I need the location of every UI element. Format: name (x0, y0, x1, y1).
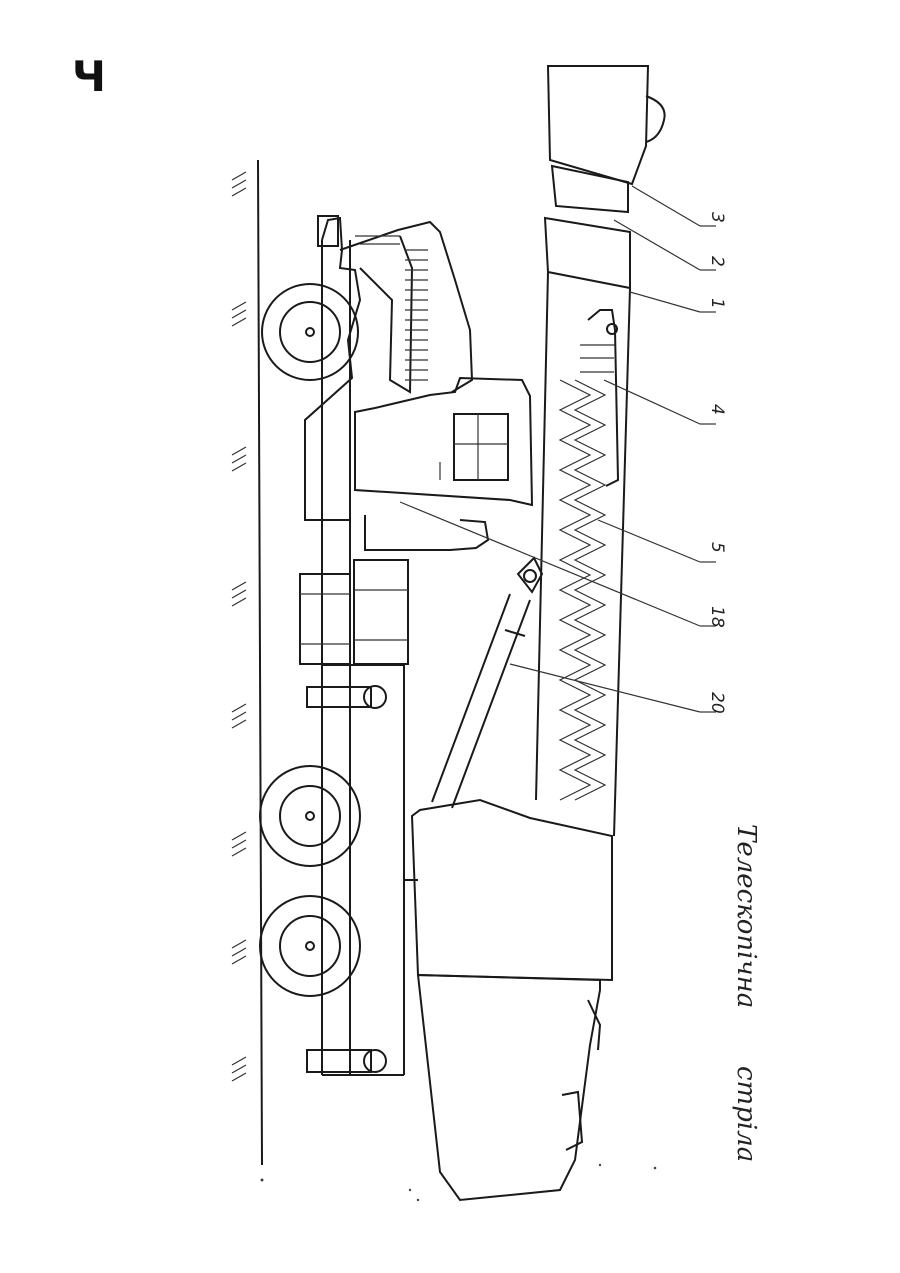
ground-line (232, 160, 262, 1165)
callout-3: 3 (632, 186, 727, 226)
boom-rest-housing (404, 800, 612, 980)
front-wheel (262, 284, 358, 380)
callout-5: 5 (598, 520, 727, 562)
slewing-platform (300, 560, 408, 664)
telescopic-boom (536, 66, 665, 836)
front-outrigger (307, 686, 386, 708)
chassis-frame (322, 240, 404, 1075)
callout-18: 18 (400, 502, 727, 628)
svg-text:5: 5 (707, 542, 727, 553)
caption-word-1: Телескопічна (731, 824, 761, 1008)
operator-cabin (355, 378, 532, 550)
hydraulic-cylinder (432, 558, 542, 808)
svg-text:2: 2 (707, 256, 727, 267)
callout-4: 4 (604, 380, 727, 424)
driver-cabin (305, 216, 472, 520)
rear-hood (418, 975, 600, 1200)
rear-wheel-2 (260, 896, 360, 996)
svg-text:1: 1 (707, 298, 727, 309)
caption-word-2: стріла (731, 1066, 761, 1162)
scan-specks (261, 1164, 657, 1201)
svg-text:20: 20 (707, 692, 727, 714)
svg-text:4: 4 (707, 404, 727, 415)
rear-wheel-1 (260, 766, 360, 866)
rear-outrigger (307, 1050, 386, 1072)
callout-1: 1 (630, 292, 727, 312)
svg-text:3: 3 (707, 212, 727, 223)
svg-text:18: 18 (707, 606, 727, 628)
